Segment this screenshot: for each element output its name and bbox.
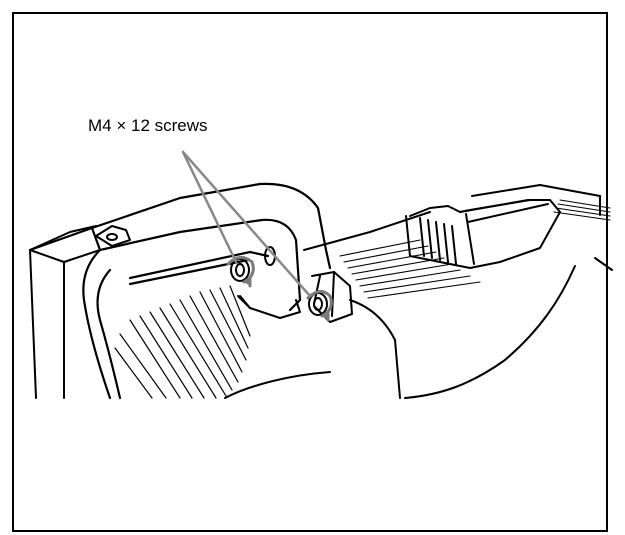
ribbed-strip-right [553,199,611,221]
viewfinder-shoe [405,199,561,269]
ribbed-surface-right [339,239,481,299]
carrying-handle [28,182,332,400]
top-block-left [95,225,131,247]
ribbed-surface [114,285,251,399]
figure-frame [12,12,608,532]
camera-body-outline [29,184,613,399]
rotate-arrow-right [306,290,333,322]
screw-callout-label: M4 × 12 screws [88,116,208,135]
handle-bracket [237,246,301,319]
callout-leader-lines [181,150,312,298]
